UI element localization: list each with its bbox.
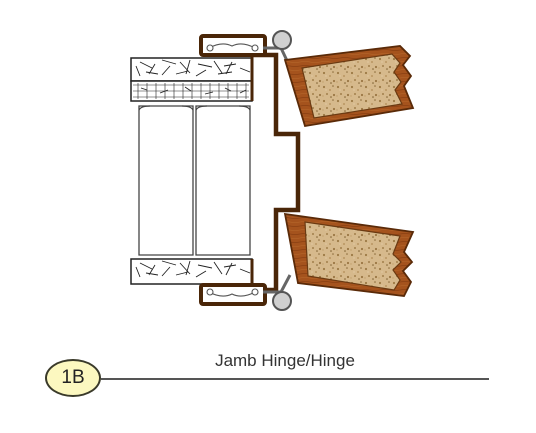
wall-board-lower <box>130 258 253 285</box>
steel-studs <box>138 105 251 256</box>
lower-hinge <box>199 274 292 311</box>
figure-badge: 1B <box>45 359 101 397</box>
caption-rule <box>101 378 489 380</box>
wall-board-upper <box>130 57 253 102</box>
figure-caption: Jamb Hinge/Hinge <box>215 351 355 370</box>
door-leaf-lower <box>283 212 415 297</box>
hinge-knuckle-icon <box>272 291 292 311</box>
door-leaf-upper <box>283 45 415 128</box>
door-frame-jamb <box>250 52 301 293</box>
hinge-knuckle-icon <box>272 30 292 50</box>
